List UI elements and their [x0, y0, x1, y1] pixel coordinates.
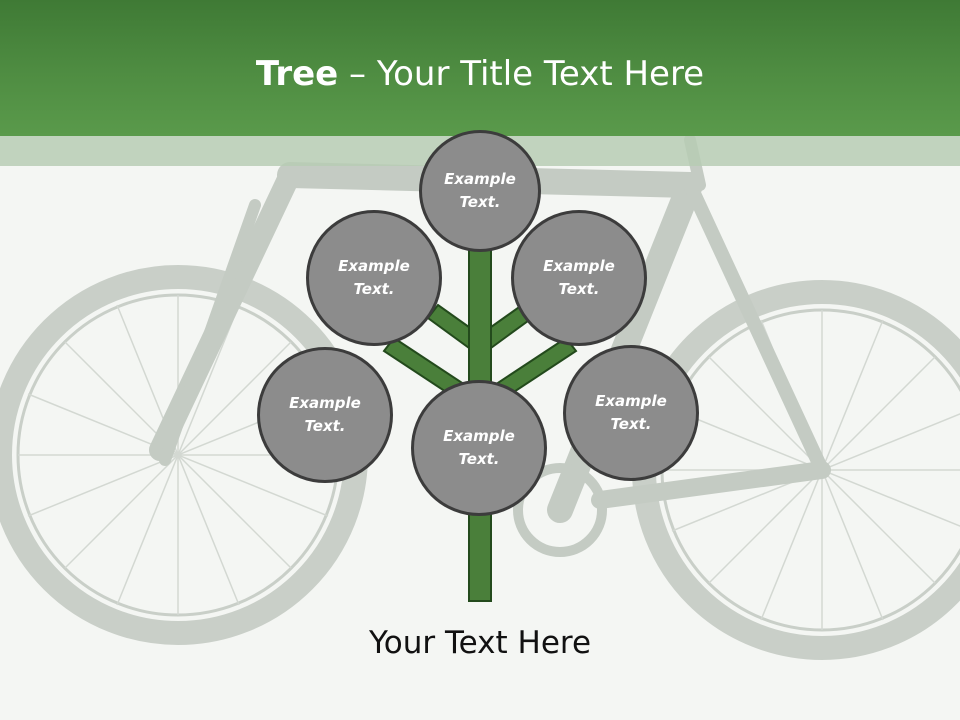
- tree-node-middle-right-text: Example Text.: [595, 392, 667, 433]
- footer-text: Your Text Here: [368, 625, 592, 661]
- tree-node-top-text: Example Text.: [444, 170, 516, 211]
- slide-title: Tree – Your Title Text Here: [0, 52, 960, 96]
- tree-node-upper-left-text: Example Text.: [338, 257, 410, 298]
- tree-node-upper-left: Example Text.: [306, 210, 442, 346]
- slide-title-bold: Tree: [255, 54, 339, 94]
- tree-node-top: Example Text.: [419, 130, 541, 252]
- tree-node-upper-right-text: Example Text.: [543, 257, 615, 298]
- slide-title-rest: – Your Title Text Here: [338, 54, 705, 94]
- tree-node-center-text: Example Text.: [443, 427, 515, 468]
- tree-node-middle-left-text: Example Text.: [289, 394, 361, 435]
- tree-node-middle-right: Example Text.: [563, 345, 699, 481]
- tree-node-center: Example Text.: [411, 380, 547, 516]
- title-bar: [0, 0, 960, 136]
- tree-node-middle-left: Example Text.: [257, 347, 393, 483]
- tree-node-upper-right: Example Text.: [511, 210, 647, 346]
